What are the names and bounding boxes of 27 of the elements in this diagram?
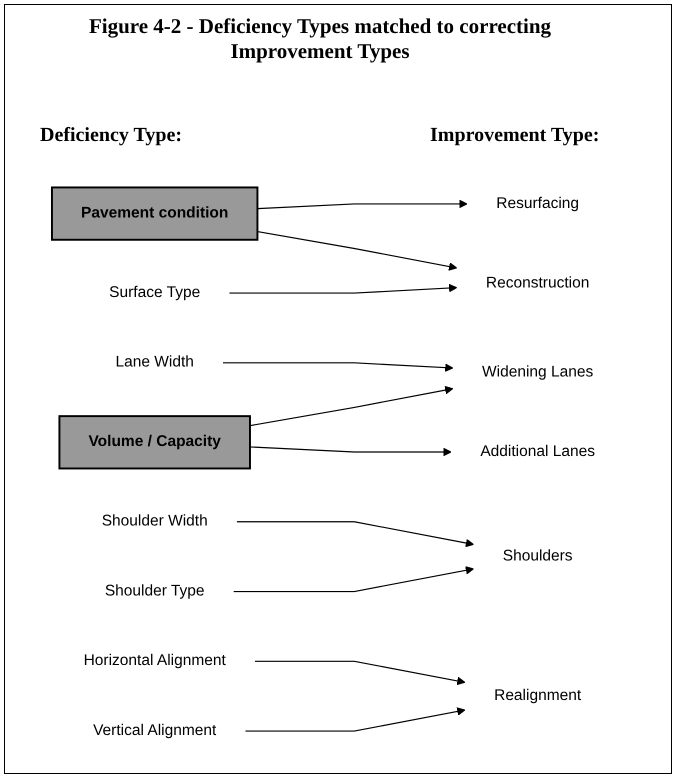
node-text: Shoulders bbox=[502, 548, 573, 564]
node-text: Surface Type bbox=[109, 284, 200, 301]
node-text: Vertical Alignment bbox=[93, 722, 216, 739]
arrow bbox=[254, 660, 466, 686]
arrow bbox=[222, 362, 454, 372]
node-text: Horizontal Alignment bbox=[84, 652, 226, 670]
arrow bbox=[245, 707, 466, 732]
arrow bbox=[250, 446, 452, 456]
node-text: Widening Lanes bbox=[482, 364, 594, 380]
node-text: Additional Lanes bbox=[480, 443, 595, 460]
arrow bbox=[234, 566, 474, 592]
column-heading: Improvement Type: bbox=[430, 124, 600, 147]
arrow bbox=[229, 284, 458, 294]
node-box: Volume / Capacity bbox=[58, 415, 251, 470]
node-text: Shoulder Type bbox=[104, 582, 205, 600]
node-text: Lane Width bbox=[115, 354, 194, 371]
figure-title: Figure 4-2 - Deficiency Types matched to correcting Improvement Types bbox=[88, 14, 552, 64]
arrow bbox=[257, 200, 468, 210]
arrow bbox=[257, 230, 458, 271]
column-heading: Deficiency Type: bbox=[40, 124, 182, 147]
arrow bbox=[250, 386, 454, 426]
arrow bbox=[236, 521, 474, 548]
node-text: Resurfacing bbox=[496, 195, 580, 212]
node-text: Shoulder Width bbox=[102, 513, 208, 530]
node-box: Pavement condition bbox=[51, 186, 258, 241]
node-text: Reconstruction bbox=[486, 274, 590, 292]
node-text: Realignment bbox=[494, 687, 582, 704]
